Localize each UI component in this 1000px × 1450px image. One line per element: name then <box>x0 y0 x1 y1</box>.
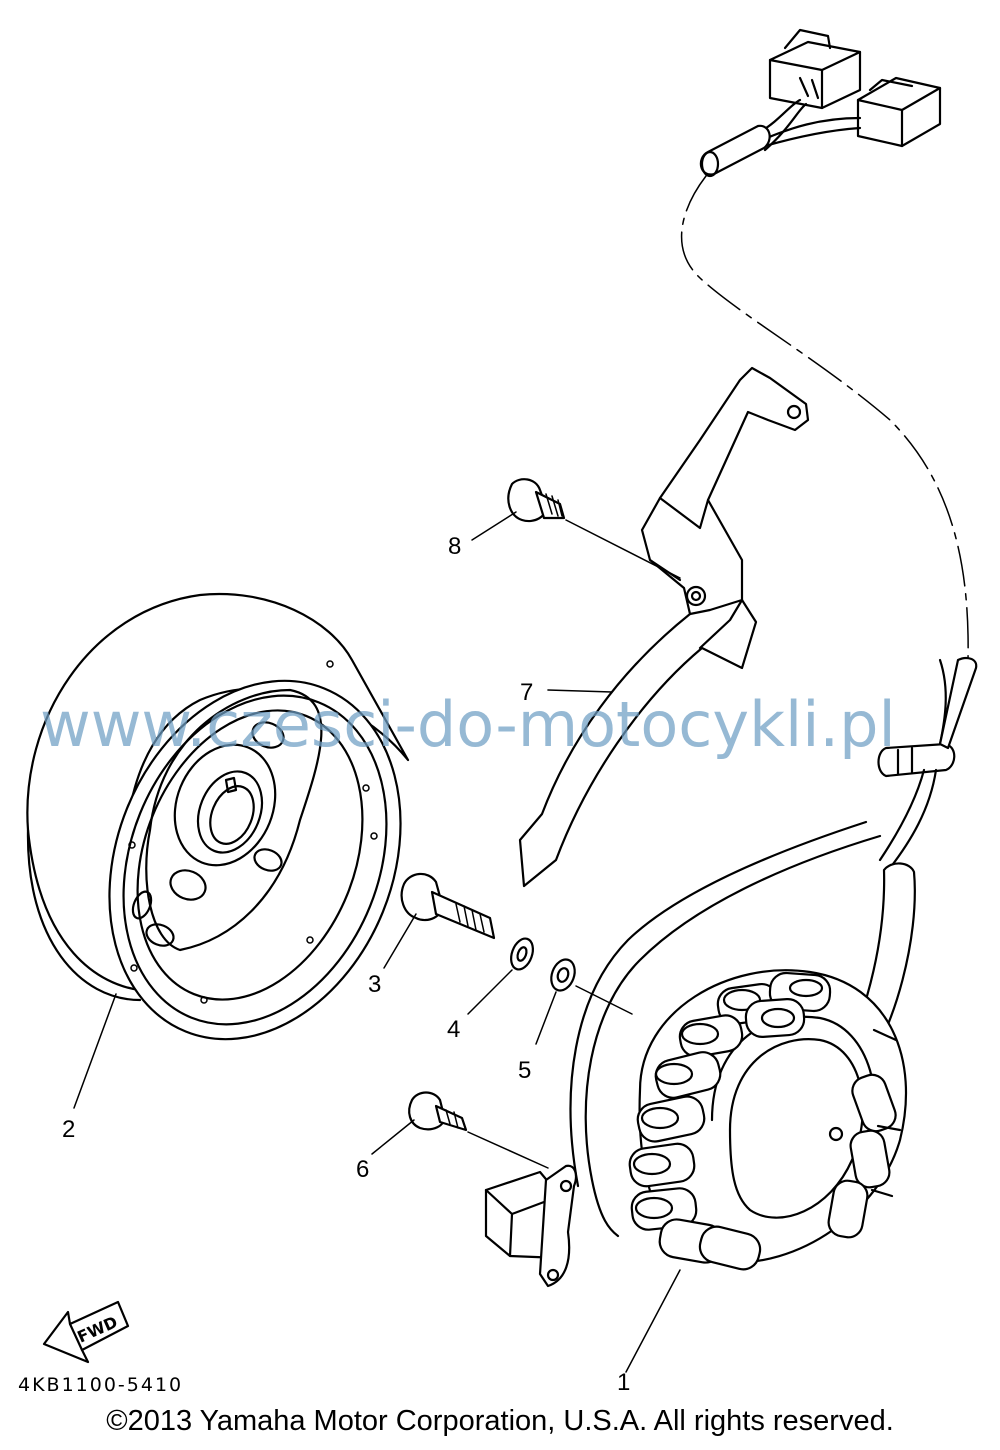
callout-8: 8 <box>448 533 461 560</box>
copyright: ©2013 Yamaha Motor Corporation, U.S.A. A… <box>106 1405 894 1437</box>
part-6-bolt <box>408 1091 468 1132</box>
callout-3: 3 <box>368 971 381 998</box>
wire-harness <box>680 175 969 661</box>
part-8-bolt <box>507 478 566 523</box>
wire-connectors <box>699 28 942 178</box>
part-5-washer <box>550 958 576 992</box>
part-7-bracket <box>518 366 810 888</box>
part-1-stator <box>484 657 978 1288</box>
callout-7: 7 <box>520 679 533 706</box>
leader-lines <box>73 511 681 1373</box>
part-3-bolt <box>400 872 496 940</box>
part-2-flywheel <box>26 592 410 1041</box>
callout-4: 4 <box>447 1016 460 1043</box>
callout-5: 5 <box>518 1057 531 1084</box>
callout-1: 1 <box>617 1369 630 1396</box>
callout-6: 6 <box>356 1156 369 1183</box>
diagram-code: 4KB1100-5410 <box>18 1374 184 1396</box>
fwd-arrow-icon: FWD <box>42 1300 130 1364</box>
watermark: www.czesci-do-motocykli.pl <box>40 688 896 761</box>
part-4-washer <box>510 937 534 971</box>
callout-2: 2 <box>62 1116 75 1143</box>
callouts: 1 2 3 4 5 6 7 8 <box>62 533 630 1396</box>
